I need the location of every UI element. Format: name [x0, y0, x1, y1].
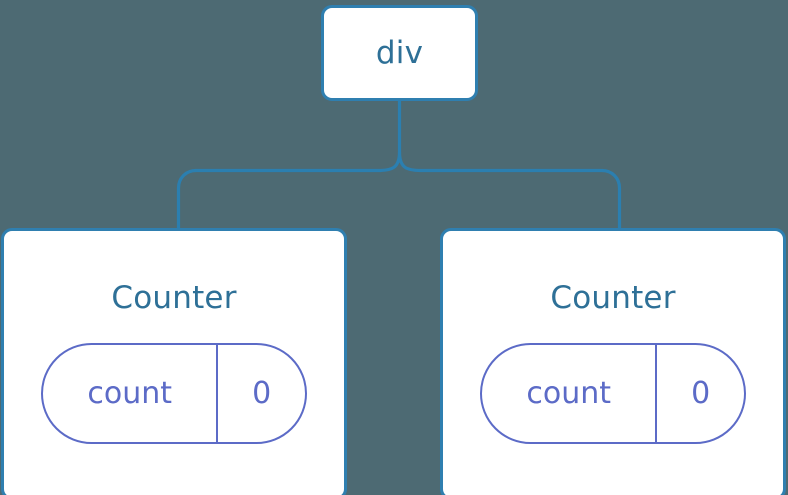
node-counter-left[interactable]: Counter count 0	[1, 228, 347, 495]
state-key-right: count	[482, 345, 658, 442]
state-key-left: count	[43, 345, 219, 442]
node-div-label: div	[375, 34, 424, 71]
node-counter-right[interactable]: Counter count 0	[440, 228, 786, 495]
state-pill-right[interactable]: count 0	[480, 343, 746, 444]
connector-branch-left	[176, 151, 402, 229]
node-counter-left-label: Counter	[111, 280, 237, 316]
node-counter-right-label: Counter	[550, 280, 676, 316]
state-value-right: 0	[691, 375, 711, 411]
connector-branch-right	[397, 151, 622, 229]
state-value-left: 0	[252, 375, 272, 411]
state-pill-left[interactable]: count 0	[41, 343, 307, 444]
node-div[interactable]: div	[321, 5, 478, 101]
